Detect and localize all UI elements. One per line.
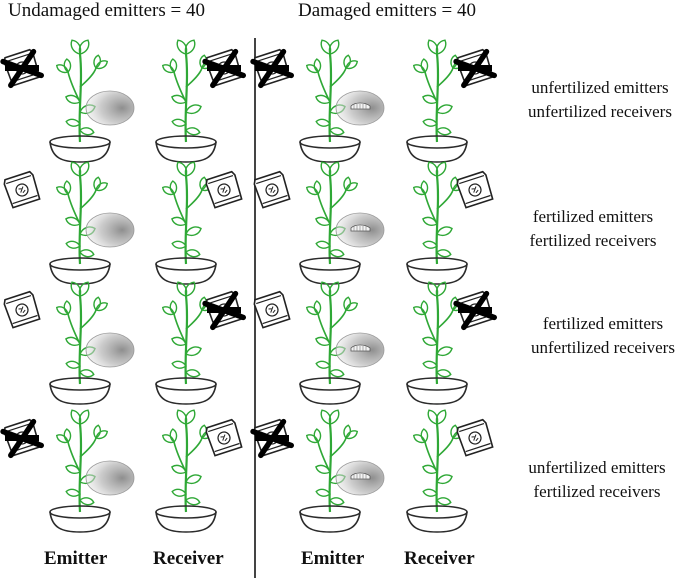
pot-row4-damaged-emitter xyxy=(299,505,361,533)
header-undamaged-emitters: Undamaged emitters = 40 xyxy=(8,0,205,21)
crossed-fertilizer-bag-icon-row4-undamaged-emitter xyxy=(0,418,44,459)
plant-row2-damaged-receiver xyxy=(412,161,466,265)
plant-row3-undamaged-emitter xyxy=(55,281,109,385)
plant-row3-undamaged-receiver xyxy=(161,281,215,385)
fertilizer-bag-icon-row2-undamaged-receiver xyxy=(205,170,243,209)
pot-row2-damaged-receiver xyxy=(406,257,468,285)
plant-row2-undamaged-receiver xyxy=(161,161,215,265)
plant-row1-undamaged-receiver xyxy=(161,39,215,143)
fertilizer-bag-icon-row2-damaged-emitter xyxy=(253,170,291,209)
plant-row4-undamaged-receiver xyxy=(161,409,215,513)
plant-row1-damaged-emitter xyxy=(305,39,359,143)
crossed-fertilizer-bag-icon-row4-damaged-emitter xyxy=(250,418,294,459)
row-label-receivers: unfertilized receivers xyxy=(528,102,672,121)
fertilizer-bag-icon-row3-damaged-emitter xyxy=(253,290,291,329)
row-label-4: unfertilized emitters fertilized receiver… xyxy=(512,456,682,504)
column-label-emitter-undamaged: Emitter xyxy=(44,548,108,569)
pot-row3-damaged-receiver xyxy=(406,377,468,405)
crossed-fertilizer-bag-icon-row3-damaged-receiver xyxy=(453,290,497,331)
fertilizer-bag-icon-row2-undamaged-emitter xyxy=(3,170,41,209)
row-label-emitters: unfertilized emitters xyxy=(528,458,666,477)
pot-row2-undamaged-emitter xyxy=(49,257,111,285)
plant-row1-undamaged-emitter xyxy=(55,39,109,143)
pot-row1-undamaged-receiver xyxy=(155,135,217,163)
pot-row3-damaged-emitter xyxy=(299,377,361,405)
volatile-emission-bubble-icon-row4-undamaged-emitter xyxy=(85,460,135,496)
pot-row3-undamaged-receiver xyxy=(155,377,217,405)
crossed-fertilizer-bag-icon-row1-damaged-receiver xyxy=(453,48,497,89)
plant-row4-undamaged-emitter xyxy=(55,409,109,513)
pot-row4-damaged-receiver xyxy=(406,505,468,533)
caterpillar-icon xyxy=(350,224,371,232)
volatile-emission-bubble-icon-row3-damaged-emitter xyxy=(335,332,385,368)
crossed-fertilizer-bag-icon-row1-undamaged-receiver xyxy=(202,48,246,89)
volatile-emission-bubble-icon-row1-undamaged-emitter xyxy=(85,90,135,126)
pot-row1-damaged-receiver xyxy=(406,135,468,163)
crossed-fertilizer-bag-icon-row1-damaged-emitter xyxy=(250,48,294,89)
plant-row3-damaged-emitter xyxy=(305,281,359,385)
fertilizer-bag-icon-row2-damaged-receiver xyxy=(456,170,494,209)
volatile-emission-bubble-icon-row4-damaged-emitter xyxy=(335,460,385,496)
pot-row4-undamaged-receiver xyxy=(155,505,217,533)
row-label-emitters: fertilized emitters xyxy=(542,314,664,333)
plant-row4-damaged-receiver xyxy=(412,409,466,513)
row-label-1: unfertilized emitters unfertilized receiv… xyxy=(515,76,685,124)
caterpillar-icon xyxy=(350,472,371,480)
volatile-emission-bubble-icon-row3-undamaged-emitter xyxy=(85,332,135,368)
caterpillar-icon xyxy=(350,344,371,352)
fertilizer-bag-icon-row3-undamaged-emitter xyxy=(3,290,41,329)
column-label-receiver-damaged: Receiver xyxy=(404,548,475,569)
volatile-emission-bubble-icon-row2-undamaged-emitter xyxy=(85,212,135,248)
plant-row1-damaged-receiver xyxy=(412,39,466,143)
crossed-fertilizer-bag-icon-row1-undamaged-emitter xyxy=(0,48,44,89)
pot-row3-undamaged-emitter xyxy=(49,377,111,405)
row-label-receivers: fertilized receivers xyxy=(533,482,661,501)
plant-row3-damaged-receiver xyxy=(412,281,466,385)
fertilizer-bag-icon-row4-undamaged-receiver xyxy=(205,418,243,457)
column-label-emitter-damaged: Emitter xyxy=(301,548,365,569)
plant-row4-damaged-emitter xyxy=(305,409,359,513)
row-label-2: fertilized emitters fertilized receivers xyxy=(508,205,678,253)
pot-row1-undamaged-emitter xyxy=(49,135,111,163)
crossed-fertilizer-bag-icon-row3-undamaged-receiver xyxy=(202,290,246,331)
pot-row2-undamaged-receiver xyxy=(155,257,217,285)
plant-row2-undamaged-emitter xyxy=(55,161,109,265)
row-label-emitters: unfertilized emitters xyxy=(531,78,669,97)
plant-row2-damaged-emitter xyxy=(305,161,359,265)
row-label-emitters: fertilized emitters xyxy=(532,207,654,226)
row-label-receivers: fertilized receivers xyxy=(529,231,657,250)
caterpillar-icon xyxy=(350,102,371,110)
row-label-3: fertilized emitters unfertilized receiver… xyxy=(518,312,685,360)
fertilizer-bag-icon-row4-damaged-receiver xyxy=(456,418,494,457)
row-label-receivers: unfertilized receivers xyxy=(531,338,675,357)
header-damaged-emitters: Damaged emitters = 40 xyxy=(298,0,476,21)
pot-row1-damaged-emitter xyxy=(299,135,361,163)
pot-row2-damaged-emitter xyxy=(299,257,361,285)
volatile-emission-bubble-icon-row1-damaged-emitter xyxy=(335,90,385,126)
column-label-receiver-undamaged: Receiver xyxy=(153,548,224,569)
pot-row4-undamaged-emitter xyxy=(49,505,111,533)
volatile-emission-bubble-icon-row2-damaged-emitter xyxy=(335,212,385,248)
